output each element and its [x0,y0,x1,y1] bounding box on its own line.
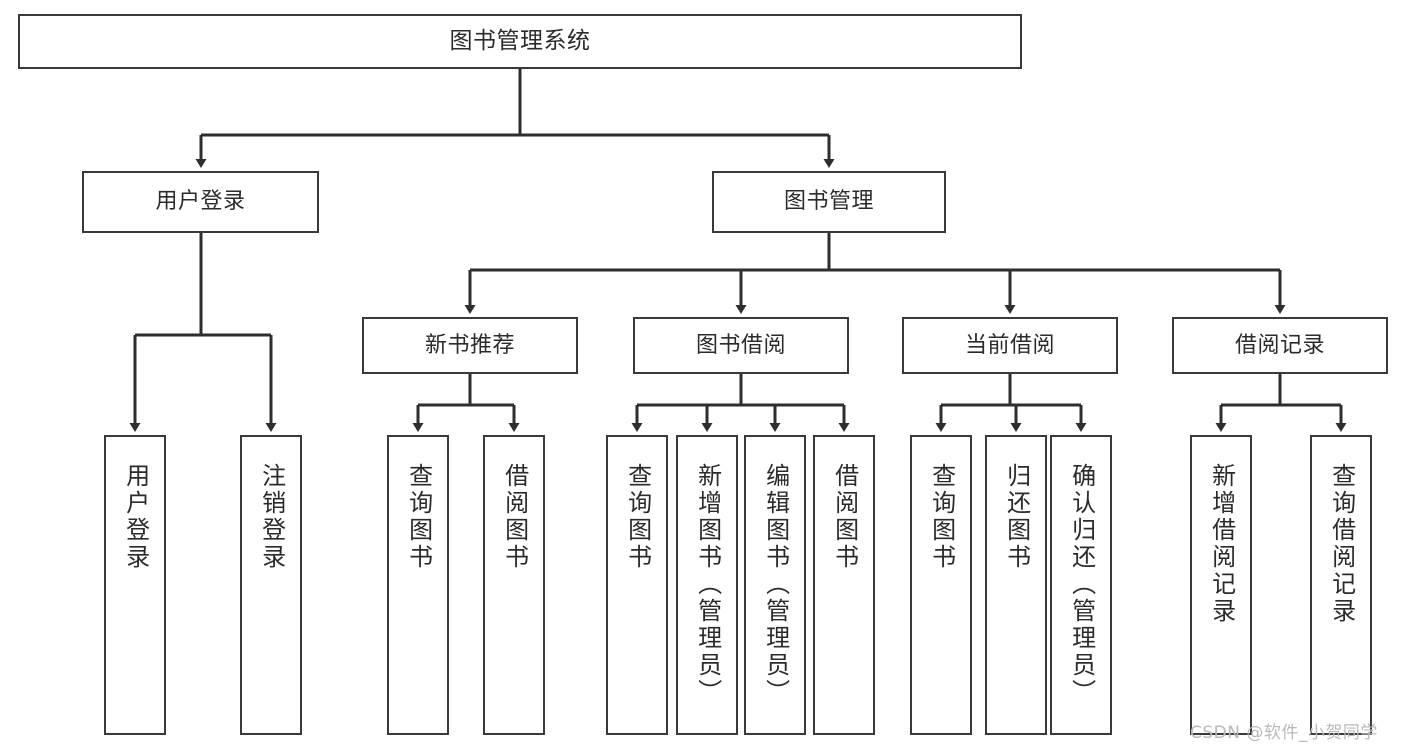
node-leaf-query-book-1[interactable]: 查询图书 [387,435,449,735]
node-leaf-borrow-book-2[interactable]: 借阅图书 [813,435,875,735]
node-label: 用户登录 [121,463,150,571]
node-label: 新增借阅记录 [1207,463,1236,625]
node-label: 查询借阅记录 [1327,463,1356,625]
node-label: 归还图书 [1002,463,1031,571]
node-user-login[interactable]: 用户登录 [82,171,319,233]
node-label: 当前借阅 [964,332,1055,358]
node-leaf-add-record[interactable]: 新增借阅记录 [1190,435,1252,735]
node-label: 确认归还（管理员） [1067,463,1096,706]
node-leaf-query-book-2[interactable]: 查询图书 [606,435,668,735]
node-label: 编辑图书（管理员） [761,463,790,706]
node-label: 图书管理系统 [449,27,591,54]
node-label: 新书推荐 [424,332,515,358]
node-label: 注销登录 [257,463,286,571]
node-label: 查询图书 [623,463,652,571]
watermark: CSDN @软件_小贺同学 [1190,723,1378,743]
node-label: 图书管理 [783,189,874,215]
node-label: 新增图书（管理员） [693,463,722,706]
node-new-book-recommend[interactable]: 新书推荐 [362,317,578,374]
node-root[interactable]: 图书管理系统 [18,14,1022,69]
node-leaf-query-record[interactable]: 查询借阅记录 [1310,435,1372,735]
node-label: 借阅图书 [500,463,529,571]
node-leaf-return-book[interactable]: 归还图书 [985,435,1047,735]
node-book-borrow[interactable]: 图书借阅 [633,317,849,374]
node-leaf-user-login[interactable]: 用户登录 [104,435,166,735]
node-current-borrow[interactable]: 当前借阅 [902,317,1118,374]
node-leaf-confirm-return[interactable]: 确认归还（管理员） [1050,435,1112,735]
node-label: 借阅记录 [1234,332,1325,358]
node-book-manage[interactable]: 图书管理 [712,171,946,233]
node-label: 用户登录 [155,189,246,215]
node-borrow-record[interactable]: 借阅记录 [1172,317,1388,374]
node-label: 查询图书 [927,463,956,571]
node-leaf-query-book-3[interactable]: 查询图书 [910,435,972,735]
node-label: 图书借阅 [695,332,786,358]
node-label: 借阅图书 [830,463,859,571]
node-leaf-borrow-book-1[interactable]: 借阅图书 [483,435,545,735]
node-leaf-edit-book[interactable]: 编辑图书（管理员） [744,435,806,735]
node-label: 查询图书 [404,463,433,571]
node-leaf-add-book[interactable]: 新增图书（管理员） [676,435,738,735]
node-leaf-logout[interactable]: 注销登录 [240,435,302,735]
